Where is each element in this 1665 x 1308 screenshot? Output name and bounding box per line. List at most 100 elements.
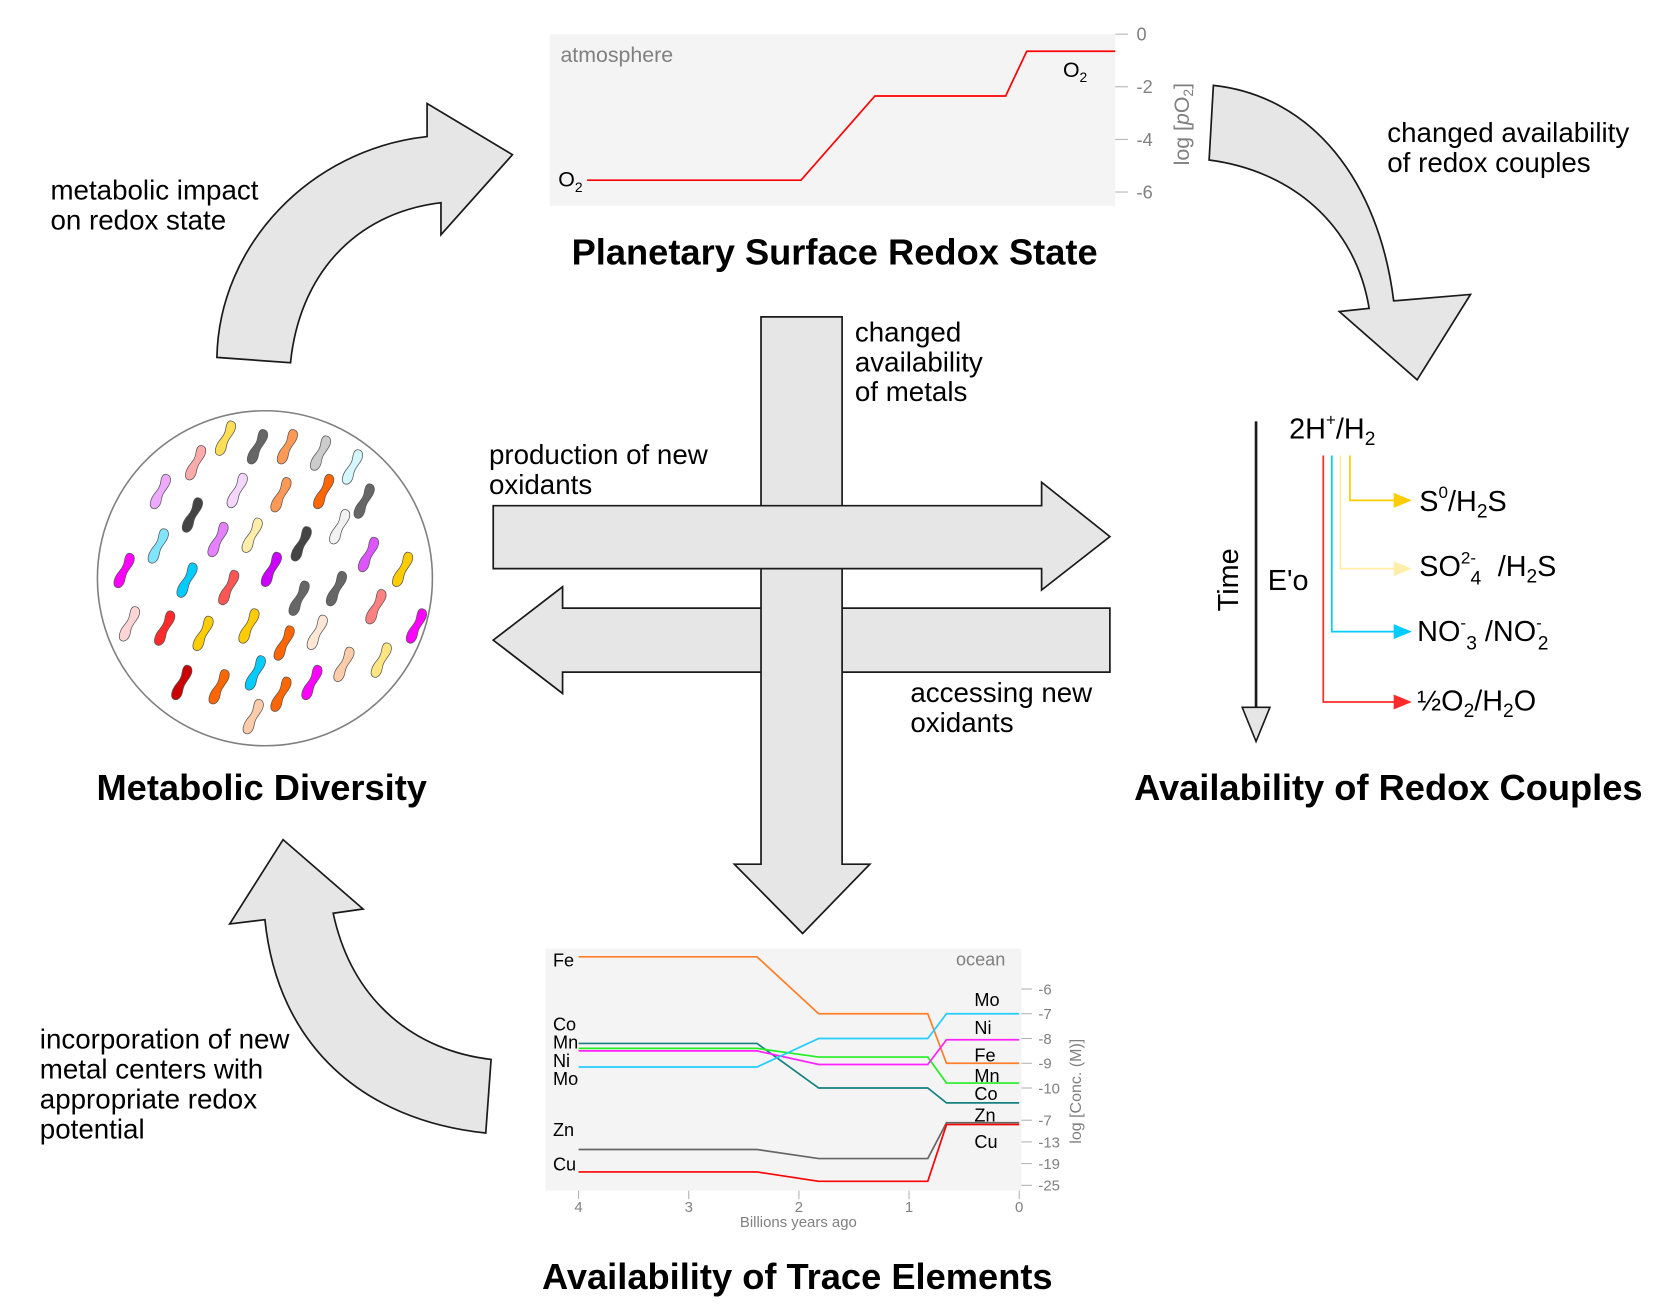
series-label-start: Mn <box>553 1033 578 1053</box>
y-tick-label: -9 <box>1038 1056 1051 1073</box>
y-tick-label: -8 <box>1038 1031 1051 1048</box>
y-tick-label: -6 <box>1137 182 1153 202</box>
branch-so4 <box>1339 455 1396 570</box>
bacterium-cell <box>290 526 312 562</box>
y-ticks: 0-2-4-6 <box>1115 25 1153 202</box>
bacterium-cell <box>288 580 310 616</box>
bacterium-cell <box>218 569 240 606</box>
bacterium-cell <box>405 608 428 644</box>
bacterium-cell <box>370 642 392 678</box>
arrow-head-icon <box>1393 561 1412 577</box>
x-tick-label: 1 <box>905 1199 913 1216</box>
note-changed-metals: changed availability of metals <box>855 316 983 407</box>
x-tick-label: 4 <box>574 1199 582 1216</box>
bacterium-cell <box>270 676 292 712</box>
bacterium-cell <box>325 571 347 607</box>
y-tick-label: 0 <box>1137 25 1147 45</box>
bacterium-cell <box>181 497 203 533</box>
series-label-end: Mn <box>974 1066 999 1086</box>
y-tick-label: -10 <box>1038 1080 1060 1097</box>
arrow-production-of-new-oxidants <box>492 480 1112 592</box>
series-label-end: Ni <box>974 1018 991 1038</box>
bacterium-cell <box>147 528 169 564</box>
note-production: production of new oxidants <box>489 439 709 500</box>
arrow-head-icon <box>1393 492 1412 508</box>
branch-s0 <box>1349 455 1396 502</box>
corner-label: atmosphere <box>560 43 673 67</box>
note-changed-redox: changed availability of redox couples <box>1387 117 1629 178</box>
atmosphere-chart: atmosphere 0-2-4-6 O2 O2 log [pO2] <box>549 25 1196 206</box>
bacterium-cell <box>260 551 282 587</box>
note-line: oxidants <box>489 469 592 500</box>
bacterium-cell <box>241 517 263 553</box>
series-line-ni <box>578 1038 1020 1066</box>
note-line: of redox couples <box>1387 147 1590 178</box>
bacterium-cell <box>246 429 269 465</box>
bacterium-cell <box>244 655 266 691</box>
y-axis-label: log [Conc. (M)] <box>1068 1039 1085 1144</box>
note-line: on redox state <box>50 204 226 235</box>
series-line-co <box>578 1042 1020 1104</box>
bacterium-cell <box>313 473 335 510</box>
series-label-start: Cu <box>553 1154 576 1174</box>
series-label-start: Co <box>553 1015 576 1035</box>
y-tick-label: -6 <box>1038 981 1051 998</box>
series-label-end: Cu <box>974 1132 997 1152</box>
title-metabolic: Metabolic Diversity <box>96 767 427 808</box>
chart-background <box>545 948 1022 1191</box>
series-label-o2-end: O2 <box>1063 58 1088 85</box>
metabolic-diversity-circle <box>96 409 434 747</box>
branch-no3 <box>1330 455 1396 633</box>
note-line: production of new <box>489 439 709 470</box>
arrow-head-icon <box>1393 694 1412 710</box>
bacterium-cell <box>214 420 237 456</box>
series-label-start: Zn <box>553 1120 574 1140</box>
arrow-metabolic-to-redox-state <box>216 101 514 364</box>
series-label-end: Mo <box>974 990 999 1010</box>
note-line: potential <box>40 1113 145 1144</box>
arrow-changed-availability-of-metals <box>732 316 872 935</box>
y-tick-label: -25 <box>1038 1178 1060 1195</box>
note-line: of metals <box>855 376 967 407</box>
y-axis-label: log [pO2] <box>1170 83 1196 165</box>
branch-o2 <box>1322 455 1396 703</box>
couple-2h-h2: 2H+/H2 <box>1289 411 1375 450</box>
bacterium-cell <box>306 614 328 650</box>
x-tick-label: 3 <box>685 1199 693 1216</box>
y-tick-label: -19 <box>1038 1156 1060 1173</box>
series-line-zn <box>578 1121 1020 1160</box>
bacterium-cell <box>365 589 387 625</box>
bacterium-cell <box>301 664 323 701</box>
bacterium-cell <box>353 483 375 519</box>
x-tick-label: 2 <box>795 1199 803 1216</box>
x-tick-label: 0 <box>1015 1199 1023 1216</box>
bacterium-cell <box>118 606 141 642</box>
bacterium-cell <box>226 472 248 509</box>
arrow-redox-state-to-couples <box>1208 84 1473 382</box>
bacterium-cell <box>276 429 298 465</box>
series-label-o2-start: O2 <box>558 168 583 195</box>
y-tick-label: -13 <box>1038 1134 1060 1151</box>
redox-couples-panel: Time E'o 2H+/H2 S0/H2S SO2-4 /H2S NO-3 /… <box>1213 411 1556 744</box>
bacterium-cell <box>113 552 135 589</box>
title-redox: Availability of Redox Couples <box>1134 767 1642 808</box>
couple-no3-no2: NO-3 /NO-2 <box>1417 613 1548 654</box>
bacterium-cell <box>238 608 260 644</box>
note-metabolic-impact: metabolic impact on redox state <box>50 175 258 236</box>
bacterium-cell <box>392 551 414 587</box>
y-tick-label: -7 <box>1038 1006 1051 1023</box>
series-label-end: Fe <box>974 1046 995 1066</box>
title-planetary: Planetary Surface Redox State <box>572 232 1098 273</box>
note-line: oxidants <box>910 707 1013 738</box>
x-axis-label: Billions years ago <box>740 1214 857 1231</box>
series-label-end: Co <box>974 1084 997 1104</box>
bacterium-cell <box>341 449 363 485</box>
bacterium-cell <box>192 615 214 651</box>
y-tick-label: -2 <box>1137 77 1153 97</box>
corner-label: ocean <box>956 950 1005 970</box>
series-line-fe <box>578 955 1020 1065</box>
